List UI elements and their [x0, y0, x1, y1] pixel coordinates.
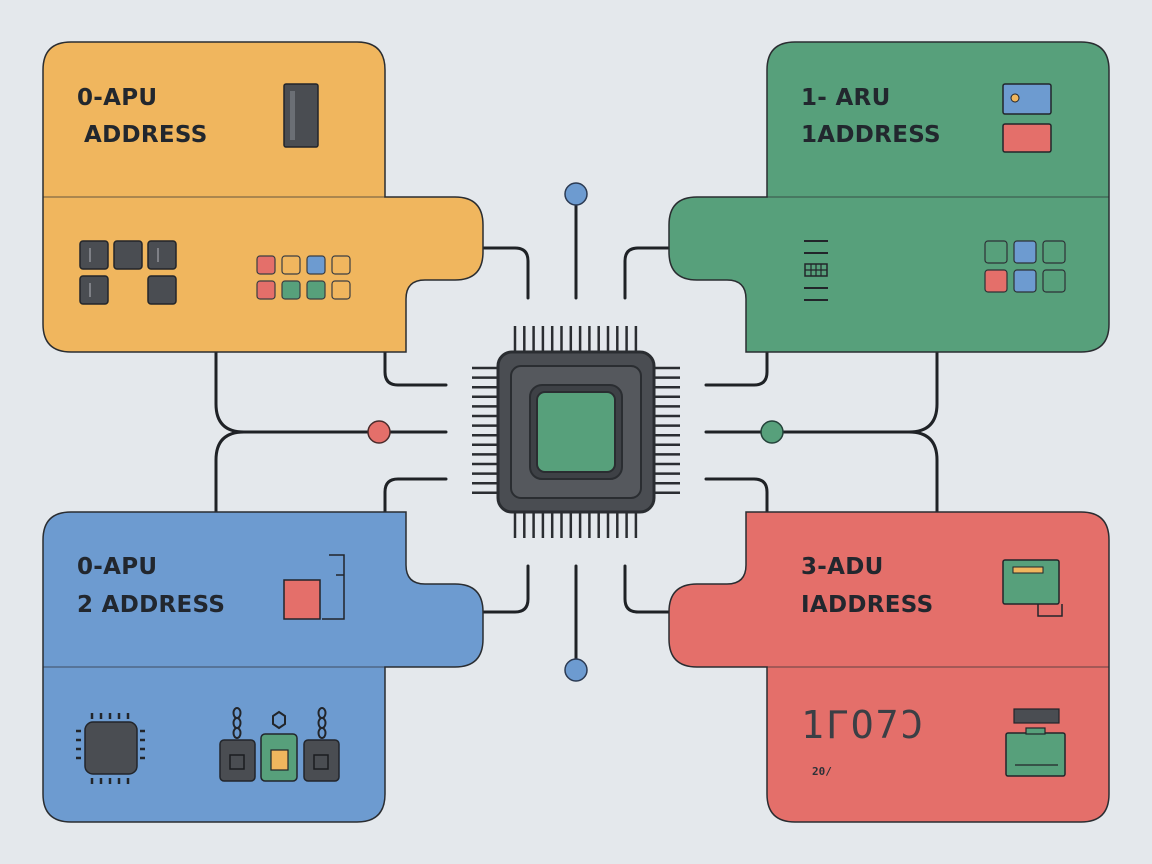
connector-left-brace-lower	[214, 430, 246, 514]
connector-left-brace-upper	[214, 350, 448, 434]
panel-bottom-right	[668, 511, 1110, 823]
panel-title-bottom-left: 0-APU	[77, 554, 158, 580]
panel-title-top-right: 1- ARU	[801, 85, 891, 111]
briefcase-icon	[1005, 708, 1066, 777]
connector-right-brace-upper	[704, 350, 939, 434]
connector-left-upper	[383, 350, 448, 387]
block-grid-icon	[79, 240, 177, 305]
digit-readout: 1ΓΟ7Ͻ	[801, 703, 926, 747]
connector-right-upper	[704, 350, 769, 387]
processor-icon	[76, 713, 145, 784]
connector-left-lower	[383, 477, 448, 514]
card-icon	[1002, 83, 1052, 153]
connector-bottom-left	[482, 564, 530, 614]
color-grid-icon	[256, 255, 351, 300]
color-grid-icon	[984, 240, 1066, 293]
connector-lines	[214, 203, 939, 662]
panel-top-left	[42, 41, 484, 353]
node-bottom	[564, 658, 588, 682]
node-right	[760, 420, 784, 444]
panel-subtitle-bottom-left: 2 ADDRESS	[77, 592, 226, 618]
small-label: 20/	[812, 765, 832, 778]
connector-right-brace-lower	[907, 430, 939, 514]
node-top	[564, 182, 588, 206]
panel-subtitle-top-right: 1ADDRESS	[801, 122, 941, 148]
card-icon	[1002, 559, 1063, 617]
panel-top-right	[668, 41, 1110, 353]
connector-right-lower	[704, 477, 769, 514]
connector-top-right	[623, 246, 670, 300]
list-icon	[804, 240, 828, 301]
chain-module-icon	[219, 707, 340, 782]
folder-icon	[283, 554, 345, 620]
connector-top-left	[482, 246, 530, 300]
panel-title-top-left: 0-APU	[77, 85, 158, 111]
node-left	[367, 420, 391, 444]
connector-bottom-right	[623, 564, 670, 614]
cpu-chip-icon	[472, 326, 680, 538]
panel-subtitle-top-left: ADDRESS	[84, 122, 208, 148]
panel-title-bottom-right: 3-ADU	[801, 554, 884, 580]
memory-slot-icon	[283, 83, 319, 148]
panel-bottom-left	[42, 511, 484, 823]
panel-subtitle-bottom-right: IADDRESS	[801, 592, 934, 618]
